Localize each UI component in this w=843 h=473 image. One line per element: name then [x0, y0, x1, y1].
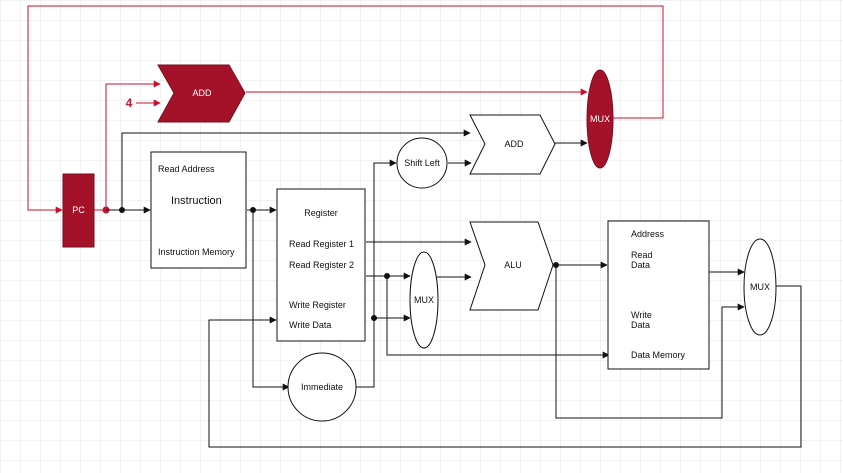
write-data-label: Write Data: [289, 320, 331, 330]
instruction-memory-title: Instruction Memory: [158, 247, 235, 257]
write-label: Write: [631, 310, 652, 320]
branch-adder: ADD: [469, 114, 556, 175]
pc-mux: MUX: [586, 69, 614, 169]
alu-label: ALU: [504, 260, 522, 270]
pc-adder-label: ADD: [192, 88, 212, 98]
branch-adder-label: ADD: [504, 139, 524, 149]
pc-mux-label: MUX: [590, 114, 610, 124]
pc-label: PC: [72, 205, 85, 215]
writeback-mux-label: MUX: [750, 282, 770, 292]
read-label: Read: [631, 250, 653, 260]
alu-mux-label: MUX: [414, 295, 434, 305]
write-data-mem-label: Data: [631, 320, 650, 330]
alu-mux: MUX: [409, 251, 439, 349]
alu: ALU: [469, 221, 554, 311]
register-file: Register Read Register 1 Read Register 2…: [276, 188, 366, 342]
register-title: Register: [304, 208, 338, 218]
constant-four: 4: [126, 96, 133, 110]
address-label: Address: [631, 229, 665, 239]
immediate-label: Immediate: [301, 382, 343, 392]
datapath-wires: [106, 129, 802, 448]
instruction-memory: Read Address Instruction Instruction Mem…: [150, 151, 247, 269]
pc-register: PC: [62, 173, 95, 248]
data-memory: Address Read Data Write Data Data Memory: [607, 220, 710, 370]
read-register-1-label: Read Register 1: [289, 239, 354, 249]
instruction-label: Instruction: [171, 195, 222, 207]
data-memory-title: Data Memory: [631, 350, 686, 360]
read-data-label: Data: [631, 260, 650, 270]
write-register-label: Write Register: [289, 300, 346, 310]
read-register-2-label: Read Register 2: [289, 260, 354, 270]
pc-update-wires: [27, 5, 664, 214]
shift-left-unit: Shift Left: [396, 137, 448, 189]
read-address-label: Read Address: [158, 164, 215, 174]
immediate-generator: Immediate: [287, 352, 357, 422]
shift-left-label: Shift Left: [404, 158, 440, 168]
writeback-mux: MUX: [743, 238, 777, 336]
pc-adder: ADD: [157, 64, 246, 123]
